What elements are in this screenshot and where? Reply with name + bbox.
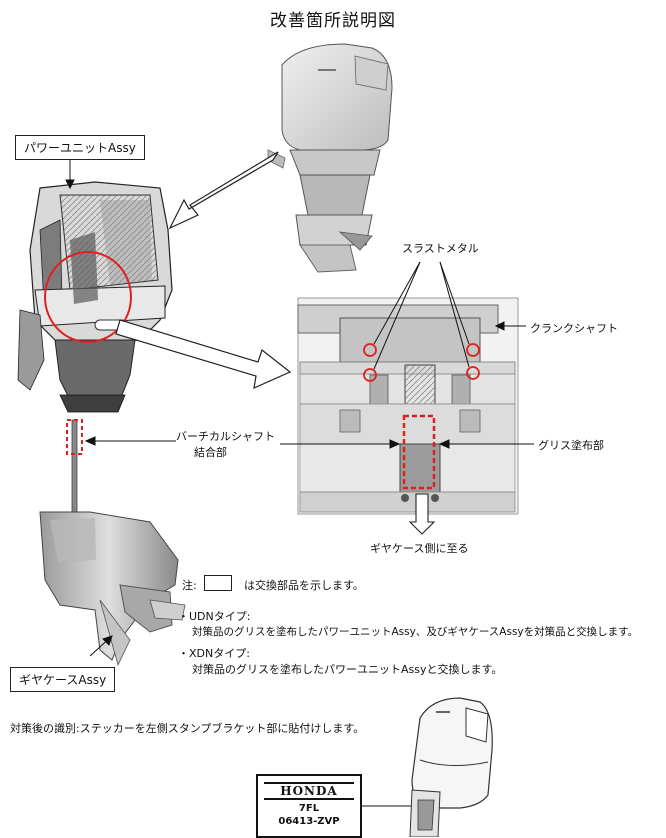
- note-suffix: は交換部品を示します。: [244, 579, 364, 592]
- power-unit-illustration: [17, 181, 173, 413]
- sticker-code1: 7FL: [298, 803, 320, 814]
- vertical-shaft-joint-label: 結合部: [194, 446, 227, 459]
- udn-title: ・UDNタイプ:: [178, 610, 251, 623]
- outboard-engine-top: [267, 43, 393, 273]
- vertical-shaft-label: バーチカルシャフト: [176, 430, 275, 443]
- identification-note: 対策後の識別:ステッカーを左側スタンプブラケット部に貼付けします。: [10, 722, 365, 735]
- arrow-down-to-gear-case: [408, 493, 436, 535]
- sticker-brand: HONDA: [264, 782, 354, 800]
- arrow-to-cross-section: [115, 319, 292, 390]
- thrust-metal-label: スラストメタル: [402, 242, 479, 255]
- to-gear-case-label: ギヤケース側に至る: [370, 542, 469, 555]
- xdn-title: ・XDNタイプ:: [178, 647, 250, 660]
- grease-area-label: グリス塗布部: [538, 439, 604, 452]
- outboard-engine-bottom: [409, 697, 493, 837]
- xdn-body: 対策品のグリスを塗布したパワーユニットAssyと交換します。: [192, 663, 503, 676]
- leader-lines: [65, 150, 534, 807]
- honda-sticker: HONDA 7FL 06413-ZVP: [256, 774, 362, 838]
- vertical-shaft: [66, 419, 83, 516]
- udn-body: 対策品のグリスを塗布したパワーユニットAssy、及びギヤケースAssyを対策品と…: [192, 626, 639, 638]
- cross-section-view: [297, 297, 519, 515]
- sticker-code2: 06413-ZVP: [278, 816, 340, 827]
- replacement-part-legend-box: [204, 575, 232, 591]
- gear-case-illustration: [39, 511, 186, 667]
- note-prefix: 注:: [182, 579, 197, 592]
- arrow-to-power-unit: [168, 151, 279, 230]
- crankshaft-label: クランクシャフト: [530, 322, 618, 335]
- power-unit-label: パワーユニットAssy: [15, 135, 145, 160]
- page-title: 改善箇所説明図: [270, 11, 396, 31]
- gear-case-label: ギヤケースAssy: [10, 667, 116, 692]
